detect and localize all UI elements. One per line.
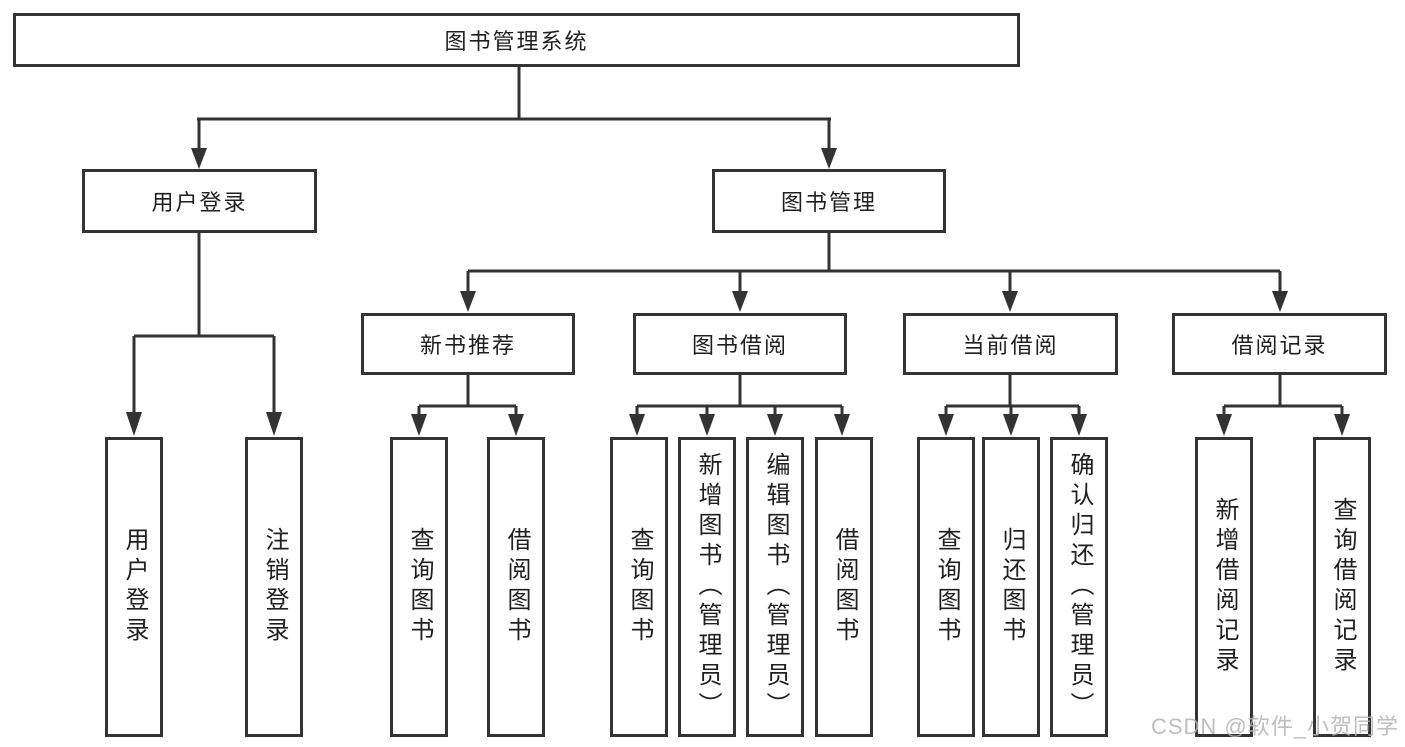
leaf-current-return-books: 归还图书 [982, 437, 1040, 737]
node-borrow-records-label: 借阅记录 [1231, 333, 1328, 358]
leaf-borrow-borrow-books: 借阅图书 [815, 437, 873, 737]
leaf-user-login-label: 用户登录 [121, 527, 148, 647]
leaf-logout: 注销登录 [245, 437, 303, 737]
leaf-recommend-query-books-label: 查询图书 [406, 527, 433, 647]
leaf-recommend-borrow-books: 借阅图书 [487, 437, 545, 737]
leaf-records-query-record: 查询借阅记录 [1313, 437, 1371, 737]
leaf-current-confirm-return-admin-label: 确认归还（管理员） [1066, 452, 1093, 722]
node-book-management: 图书管理 [712, 169, 946, 233]
leaf-recommend-borrow-books-label: 借阅图书 [503, 527, 530, 647]
node-root-label: 图书管理系统 [444, 29, 589, 54]
leaf-borrow-edit-books-admin: 编辑图书（管理员） [746, 437, 804, 737]
node-user-login: 用户登录 [82, 169, 317, 233]
node-book-management-label: 图书管理 [780, 190, 877, 215]
node-borrow-records: 借阅记录 [1172, 313, 1387, 375]
node-user-login-label: 用户登录 [151, 190, 248, 215]
leaf-current-query-books: 查询图书 [917, 437, 975, 737]
leaf-current-return-books-label: 归还图书 [998, 527, 1025, 647]
leaf-current-query-books-label: 查询图书 [933, 527, 960, 647]
leaf-user-login: 用户登录 [105, 437, 163, 737]
node-new-book-recommend: 新书推荐 [361, 313, 575, 375]
leaf-borrow-borrow-books-label: 借阅图书 [831, 527, 858, 647]
leaf-records-add-record: 新增借阅记录 [1195, 437, 1253, 737]
node-current-borrow-label: 当前借阅 [962, 333, 1059, 358]
node-book-borrow-label: 图书借阅 [691, 333, 788, 358]
node-new-book-recommend-label: 新书推荐 [419, 333, 516, 358]
leaf-current-confirm-return-admin: 确认归还（管理员） [1050, 437, 1108, 737]
leaf-borrow-edit-books-admin-label: 编辑图书（管理员） [762, 452, 789, 722]
leaf-records-query-record-label: 查询借阅记录 [1329, 497, 1356, 677]
leaf-borrow-add-books-admin: 新增图书（管理员） [678, 437, 736, 737]
node-current-borrow: 当前借阅 [903, 313, 1118, 375]
leaf-recommend-query-books: 查询图书 [390, 437, 448, 737]
leaf-borrow-query-books-label: 查询图书 [626, 527, 653, 647]
node-root: 图书管理系统 [13, 13, 1020, 67]
leaf-borrow-query-books: 查询图书 [610, 437, 668, 737]
leaf-logout-label: 注销登录 [261, 527, 288, 647]
node-book-borrow: 图书借阅 [633, 313, 847, 375]
leaf-records-add-record-label: 新增借阅记录 [1211, 497, 1238, 677]
leaf-borrow-add-books-admin-label: 新增图书（管理员） [694, 452, 721, 722]
